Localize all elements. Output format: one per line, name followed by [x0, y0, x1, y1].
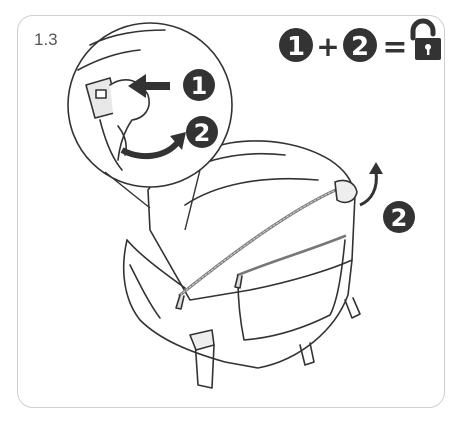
open-padlock-icon [410, 18, 441, 60]
equation: 1 + 2 = [279, 18, 441, 65]
step-label: 1.3 [34, 30, 58, 49]
marker-two-circle [343, 28, 377, 62]
equals-sign: = [382, 30, 407, 65]
marker-one-text: 1 [287, 32, 305, 62]
plus-sign: + [316, 30, 339, 63]
marker-one-circle [279, 28, 313, 62]
marker-two-right-circle [383, 201, 415, 233]
carrycot-body [122, 140, 361, 389]
marker-two-detail-text: 2 [194, 119, 211, 147]
detail-magnifier: 1 2 [67, 22, 233, 231]
marker-two-right-text: 2 [391, 204, 408, 232]
marker-two-text: 2 [351, 32, 369, 62]
marker-two-detail-circle [186, 116, 218, 148]
marker-one-detail-text: 1 [191, 72, 208, 100]
curved-arrow-icon [120, 139, 181, 160]
arrow-right-icon [128, 74, 170, 98]
curved-arrow-icon [359, 171, 378, 207]
handle-lift-arrow [359, 162, 383, 207]
marker-one-detail-circle [183, 69, 215, 101]
